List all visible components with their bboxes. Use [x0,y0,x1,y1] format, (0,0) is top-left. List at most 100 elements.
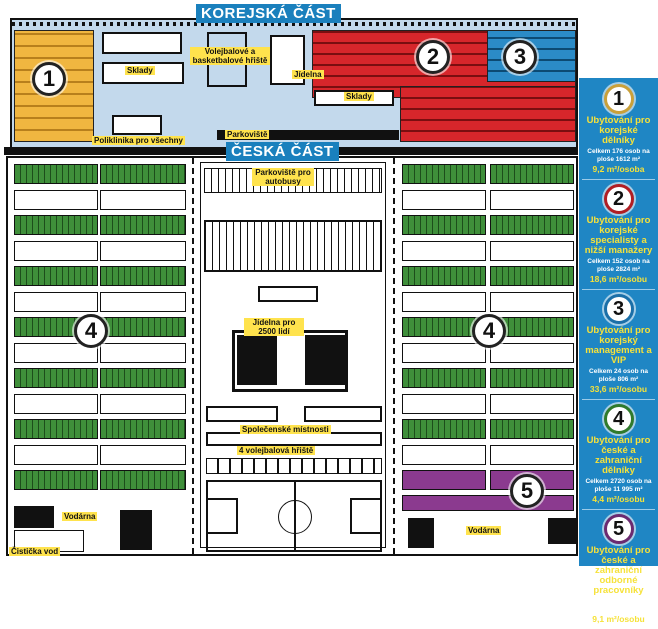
volleyball-courts [206,458,382,474]
korean-part-header: KOREJSKÁ ČÁST [196,4,341,23]
legend-panel: 1 Ubytování pro korejské dělníky Celkem … [579,78,658,624]
legend-area-per-person: 18,6 m²/osobu [589,274,648,284]
legend-title: Ubytování pro korejské specialisty a niž… [584,215,653,256]
parking-area [217,130,399,140]
zone-4-marker-right: 4 [472,314,506,348]
social-room [206,432,382,446]
label-waterworks-1: Vodárna [62,512,98,521]
zone-1-marker: 1 [32,62,66,96]
zone-4-housing-block [14,393,98,414]
zone-4-housing-block [100,419,186,439]
zone-4-housing-block [490,240,574,261]
legend-title: Ubytování pro korejské dělníky [586,115,651,146]
zone-4-housing-block [490,291,574,312]
zone-4-housing-block [402,189,486,210]
pitch-center-circle [278,500,312,534]
zone-4-housing-block [14,164,98,184]
label-parking: Parkoviště [225,130,270,139]
label-social-rooms: Společenské místnosti [240,425,331,434]
zone-4-housing-block [402,393,486,414]
czech-part-header: ČESKÁ ČÁST [226,142,339,161]
zone-4-housing-block [402,368,486,388]
zone-4-housing-block [14,266,98,286]
label-waterworks-2: Vodárna [466,526,502,535]
label-clinic: Poliklinika pro všechny [92,136,185,145]
zone-4-housing-block [100,164,186,184]
zone-5-housing-block [402,470,486,490]
zone-4-housing-block [490,266,574,286]
zone-4-housing-block [14,444,98,465]
korean-area [10,18,578,150]
social-room [304,406,382,422]
road-line [192,158,194,554]
road-line [393,158,395,554]
zone-4-housing-block [402,240,486,261]
label-bus-parking: Parkoviště pro autobusy [252,168,314,186]
legend-title: Ubytování pro české a zahraniční dělníky [586,435,651,476]
canteen-hall [237,335,277,385]
zone-4-housing-block [402,419,486,439]
zone-4-housing-block [100,240,186,261]
zone-2-housing-lower [400,86,576,142]
zone-4-housing-block [490,368,574,388]
legend-stats: Celkem 152 osob na ploše 2824 m² [587,258,650,273]
zone-4-housing-block [100,444,186,465]
zone-number-badge: 2 [603,184,634,214]
legend-item: 3 Ubytování pro korejský management a VI… [582,290,655,400]
legend-area-per-person: 9,1 m²/osobu [592,614,645,624]
zone-5-marker: 5 [510,474,544,508]
zone-4-housing-block [14,419,98,439]
legend-title: Ubytování pro české a zahraniční odborné… [586,545,651,596]
zone-4-housing-block [100,342,186,363]
zone-4-housing-block [100,470,186,490]
zone-4-housing-block [490,444,574,465]
football-pitch [206,480,382,552]
zone-4-housing-block [100,291,186,312]
czech-area [6,156,578,556]
zone-4-housing-block [402,215,486,235]
zone-4-housing-block [14,342,98,363]
zone-4-housing-block [402,164,486,184]
zone-4-housing-block [14,189,98,210]
canteen-hall [305,335,345,385]
zone-4-housing-block [402,291,486,312]
social-room [206,406,278,422]
zone-4-housing-block [14,240,98,261]
zone-4-housing-block [402,342,486,363]
zone-number-badge: 3 [603,294,634,324]
legend-title: Ubytování pro korejský management a VIP [585,325,652,366]
canteen-building [232,330,348,392]
legend-area-per-person: 9,2 m²/osoba [592,164,645,174]
building [120,510,152,550]
zone-4-housing-block [402,444,486,465]
building [258,286,318,302]
zone-4-housing-block [100,317,186,337]
building [548,518,576,544]
zone-2-marker: 2 [416,40,450,74]
label-treatment-plant: Čistička vod [9,547,61,556]
zone-4-housing-block [14,470,98,490]
legend-stats: Celkem 2720 osob na ploše 11 995 m² [585,478,652,493]
zone-3-housing [487,30,576,82]
zone-4-housing-block [490,164,574,184]
legend-area-per-person: 33,6 m²/osobu [589,384,648,394]
legend-item: 4 Ubytování pro české a zahraniční dělní… [582,400,655,510]
clinic-building [112,115,162,135]
zone-4-housing-block [490,393,574,414]
zone-number-badge: 4 [603,404,634,434]
zone-4-housing-block [490,342,574,363]
zone-4-housing-block [14,215,98,235]
label-volleyball-basketball: Volejbalové a basketbalové hřiště [190,47,270,65]
label-canteen-korean: Jídelna [292,70,324,79]
zone-4-housing-block [100,368,186,388]
zone-number-badge: 5 [603,514,634,544]
zone-4-housing-block [14,291,98,312]
zone-number-badge: 1 [603,84,634,114]
penalty-box [350,498,380,534]
label-sklady: Sklady [125,66,155,75]
zone-4-housing-block [100,215,186,235]
legend-stats: Celkem 176 osob na ploše 1612 m² [587,148,650,163]
fence [12,22,576,26]
building [408,518,434,548]
legend-stats: Celkem 132 osob na ploše 1210 m² [587,598,650,613]
